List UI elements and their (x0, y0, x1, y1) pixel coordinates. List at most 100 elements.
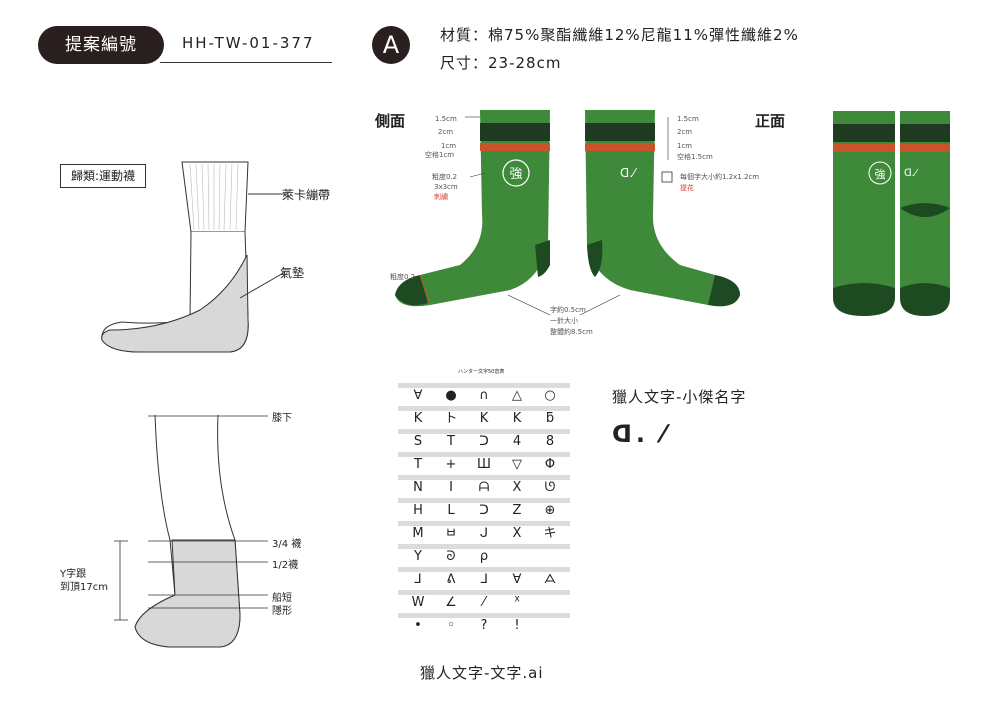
emblem-circle (502, 159, 530, 187)
chart-row-bar (398, 567, 570, 572)
emblem-char: 強 (509, 167, 522, 182)
chart-glyph: T (447, 434, 455, 449)
cushion-label: 氣墊 (280, 266, 305, 280)
chart-row-bar (398, 475, 570, 480)
chart-glyph: ⁄ (482, 595, 486, 610)
chart-glyph: I (449, 480, 453, 495)
front-view-socks: 強 ᗡ.⁄ (833, 111, 950, 316)
chart-glyph: ⅃ (414, 572, 422, 587)
chart-glyph: △ (512, 388, 522, 403)
chart-row-bar (398, 406, 570, 411)
side-text-size: 字約0.5cm (550, 306, 586, 314)
chart-glyph: ㅂ (445, 526, 457, 541)
side-stripe2: 2cm (438, 128, 454, 136)
chart-glyph: K (413, 411, 423, 426)
side-text-type: 一針大小 (550, 317, 578, 325)
chart-glyph: W (411, 595, 425, 610)
chart-glyph: M (412, 526, 424, 541)
chart-glyph: T (414, 457, 422, 472)
chart-row: • ◦?! (398, 618, 570, 633)
chart-glyph: ᒍ (479, 526, 489, 541)
side-view-heading: 側面 (375, 112, 406, 130)
chart-glyph: Φ (544, 457, 556, 472)
chart-glyph: ᘐ (446, 549, 456, 564)
chart-glyph: Ш (477, 457, 491, 472)
side-stripe1: 1.5cm (435, 115, 457, 123)
chart-glyph: + (445, 457, 457, 472)
category-box: 歸類:運動襪 (60, 164, 146, 188)
chart-glyph: ƃ (545, 411, 555, 426)
material-spec: 材質：棉75%聚酯纖維12%尼龍11%彈性纖維2% (440, 26, 799, 44)
chart-glyph: ? (480, 618, 488, 633)
side-text-total: 整體約8.5cm (550, 328, 593, 336)
side-thick1: 粗度0.2 (432, 173, 458, 181)
front-emblem-char: 強 (875, 168, 886, 181)
chart-glyph: X (512, 480, 522, 495)
side-view-socks: 強 ᗡ.⁄ (395, 110, 740, 316)
front-stripe3: 1cm (677, 142, 693, 150)
front-char-type: 提花 (680, 184, 694, 192)
proposal-label: 提案編號 (38, 26, 164, 64)
chart-row-bar (398, 498, 570, 503)
chart-glyph: S (413, 434, 423, 449)
chart-glyph (536, 618, 564, 633)
chart-row-bar (398, 521, 570, 526)
chart-glyph: ト (444, 411, 458, 426)
proposal-code: HH-TW-01-377 (182, 34, 315, 52)
chart-glyph: ∀ (512, 572, 522, 587)
chart-glyph: K (512, 411, 522, 426)
chart-glyph: X (512, 526, 522, 541)
chart-glyph: ᕁ (513, 595, 521, 610)
chart-glyph: N (413, 480, 423, 495)
chart-glyph: ᒧ (480, 572, 488, 587)
chart-glyph (536, 549, 564, 564)
name-section-glyphs: ᗡ. ⁄ (612, 420, 670, 448)
side-emb-size: 3x3cm (434, 183, 458, 191)
chart-glyph (503, 549, 531, 564)
front-char-size: 每個字大小約1.2x1.2cm (680, 173, 760, 181)
height-note-2: 到頂17cm (60, 582, 108, 593)
half-label: 1/2襪 (272, 560, 299, 571)
chart-glyph: ◦ (447, 618, 455, 633)
chart-glyph: ○ (544, 388, 556, 403)
chart-row: W∠⁄ᕁ (398, 595, 570, 610)
chart-row-bar (398, 452, 570, 457)
chart-glyph: Z (512, 503, 522, 518)
chart-row-bar (398, 544, 570, 549)
boat-label: 船短 (272, 593, 292, 604)
band-label: 萊卡繃帶 (282, 188, 331, 202)
side-stripe3: 1cm (441, 142, 457, 150)
chart-glyph: K (479, 411, 489, 426)
chart-row-bar (398, 429, 570, 434)
chart-row-bar (398, 613, 570, 618)
chart-glyph: ᑐ (479, 503, 489, 518)
chart-glyph: ᗋ (543, 572, 557, 587)
leg-length-diagram (114, 414, 268, 648)
chart-glyph: ᕕ (446, 572, 456, 587)
chart-glyph: 8 (545, 434, 555, 449)
chart-row: ∀●∩△○ (398, 388, 570, 403)
height-note-1: Y字跟 (60, 569, 87, 580)
chart-footer: 獵人文字-文字.ai (420, 664, 544, 682)
chart-glyph: L (447, 503, 455, 518)
chart-glyph: 4 (512, 434, 522, 449)
chart-glyph: • (414, 618, 422, 633)
chart-glyph: H (413, 503, 423, 518)
chart-glyph: ᘎ (544, 480, 556, 495)
knee-label: 膝下 (272, 413, 292, 424)
chart-glyph: ρ (479, 549, 489, 564)
three-quarter-label: 3/4 襪 (272, 539, 302, 550)
chart-glyph: ! (514, 618, 520, 633)
chart-row: T+Ш▽Φ (398, 457, 570, 472)
chart-glyph: ● (445, 388, 457, 403)
front-name-glyphs: ᗡ.⁄ (904, 168, 919, 179)
sock-outline-diagram (101, 161, 288, 353)
chart-glyph (536, 595, 564, 610)
chart-glyph: ∩ (479, 388, 489, 403)
side-thick2: 粗度0.2 (390, 273, 416, 281)
